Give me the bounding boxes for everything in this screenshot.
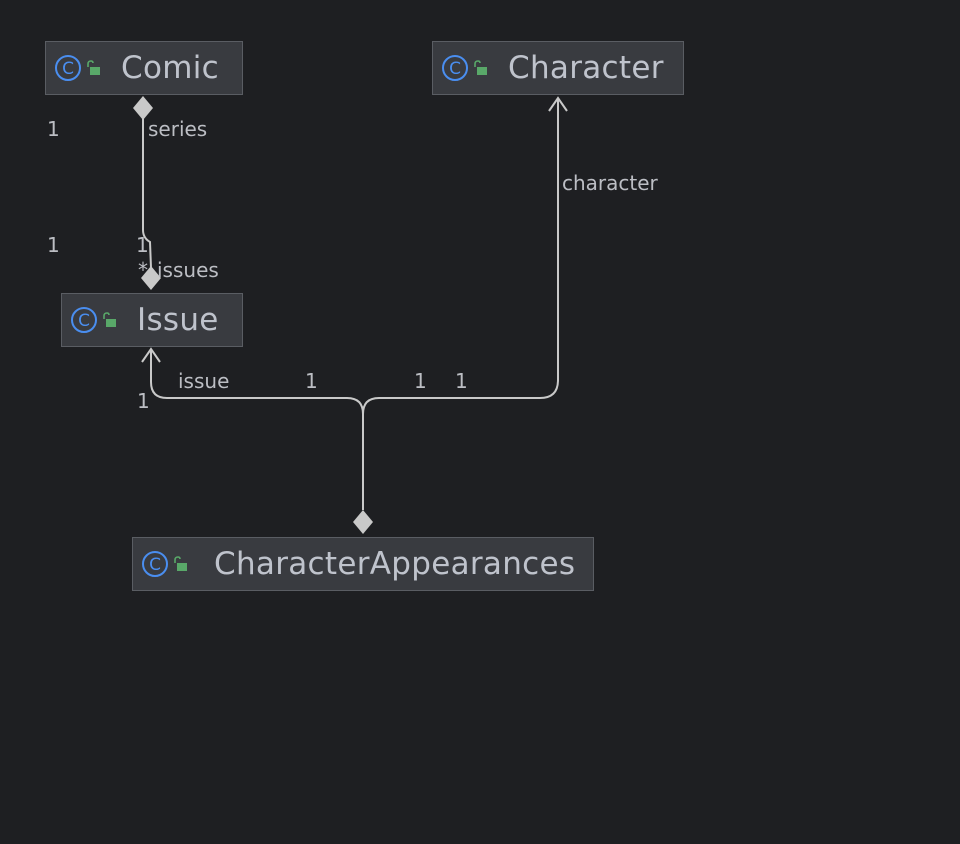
class-icon: C: [55, 55, 81, 81]
svg-text:C: C: [62, 59, 74, 79]
multiplicity-label: 1: [137, 389, 150, 413]
role-label: issue: [178, 369, 230, 393]
multiplicity-label: *: [138, 258, 148, 282]
class-icon: C: [442, 55, 468, 81]
edge-appearances-issue: [150, 350, 364, 415]
class-name: Issue: [137, 302, 219, 338]
multiplicity-label: 1: [47, 117, 60, 141]
public-lock-icon: [101, 312, 117, 328]
public-lock-icon: [472, 60, 488, 76]
role-label: issues: [157, 258, 219, 282]
edge-appearances-character: [362, 98, 559, 415]
edge-comic-issue: [142, 108, 152, 269]
class-icon: C: [142, 551, 168, 577]
public-lock-icon: [172, 556, 188, 572]
composition-diamond-appearances: [353, 510, 373, 534]
class-icon: C: [71, 307, 97, 333]
class-name: Comic: [121, 50, 219, 86]
class-node-comic[interactable]: C Comic: [45, 41, 243, 95]
composition-diamond-issue: [141, 266, 161, 290]
svg-text:C: C: [78, 311, 90, 331]
class-name: CharacterAppearances: [214, 546, 576, 582]
class-name: Character: [508, 50, 664, 86]
arrowhead-issue: [141, 347, 161, 363]
role-label: character: [562, 171, 658, 195]
composition-diamond-comic: [133, 96, 153, 120]
multiplicity-label: 1: [305, 369, 318, 393]
arrowhead-character: [548, 96, 568, 112]
multiplicity-label: 1: [414, 369, 427, 393]
public-lock-icon: [85, 60, 101, 76]
multiplicity-label: 1: [47, 233, 60, 257]
class-node-issue[interactable]: C Issue: [61, 293, 243, 347]
svg-text:C: C: [149, 555, 161, 575]
role-label: series: [148, 117, 208, 141]
multiplicity-label: 1: [455, 369, 468, 393]
svg-text:C: C: [449, 59, 461, 79]
class-node-character-appearances[interactable]: C CharacterAppearances: [132, 537, 594, 591]
class-node-character[interactable]: C Character: [432, 41, 684, 95]
multiplicity-label: 1: [136, 233, 149, 257]
